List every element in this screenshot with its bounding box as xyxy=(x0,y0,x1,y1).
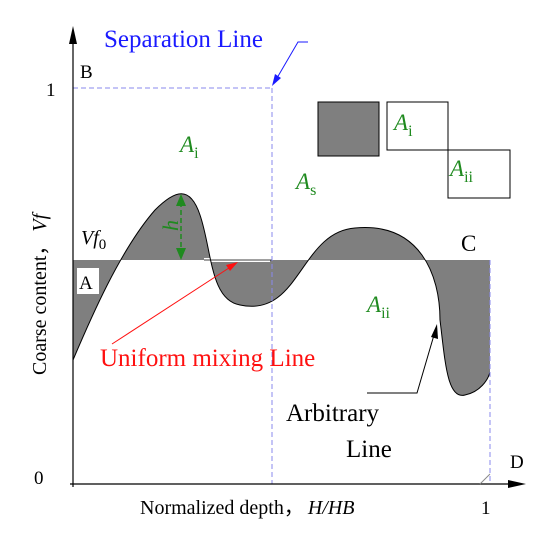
label-A-bg xyxy=(77,268,99,294)
h-marker xyxy=(176,194,186,260)
corner-tick xyxy=(479,473,491,485)
h-marker-arrow-down xyxy=(176,248,186,260)
legend-Ai-sub: i xyxy=(408,123,413,140)
label-vf0-sub: 0 xyxy=(99,237,107,253)
legend xyxy=(317,101,511,199)
separation-pointer-head xyxy=(272,74,281,86)
y-axis-label-text: Coarse content， xyxy=(29,236,51,375)
label-Ai-main: A xyxy=(178,132,195,157)
label-Aii: Aii xyxy=(365,292,391,322)
label-h: h xyxy=(158,220,183,231)
labels: Separation Line B 1 0 1 D A C Vf0 h Ai A… xyxy=(29,26,524,519)
y-axis-arrow xyxy=(69,26,77,44)
legend-Ai-label: Ai xyxy=(392,110,413,140)
legend-As-box xyxy=(317,101,380,157)
label-A: A xyxy=(79,273,93,294)
x-axis-label-var: H/HB xyxy=(307,497,355,519)
shaded-area-lower xyxy=(73,260,490,396)
tick-label-1-y: 1 xyxy=(46,80,56,101)
label-As-sub: s xyxy=(310,182,316,199)
label-B: B xyxy=(80,62,93,83)
pointer-arrows xyxy=(111,41,438,394)
label-vf0-main: Vf xyxy=(81,227,101,249)
h-marker-arrow-up xyxy=(176,194,186,206)
x-axis-label-text: Normalized depth， xyxy=(140,497,304,519)
arbitrary-label-2: Line xyxy=(346,436,392,463)
x-axis-arrow xyxy=(508,480,526,488)
arbitrary-pointer xyxy=(367,334,435,394)
label-Ai-sub: i xyxy=(194,145,199,162)
legend-Aii-label: Aii xyxy=(448,156,474,186)
arbitrary-label-1: Arbitrary xyxy=(286,400,380,427)
uniform-mixing-label: Uniform mixing Line xyxy=(100,345,315,372)
label-Aii-main: A xyxy=(365,292,382,317)
legend-Aii-box xyxy=(447,149,511,199)
arbitrary-curve xyxy=(72,193,491,396)
separation-line-title: Separation Line xyxy=(104,26,263,53)
y-axis-label-var: Vf xyxy=(29,211,51,231)
uniform-pointer xyxy=(111,265,233,345)
axes xyxy=(69,26,526,488)
label-Ai: Ai xyxy=(178,132,199,162)
legend-Ai-box xyxy=(386,101,449,151)
y-axis-label: Coarse content， Vf xyxy=(29,211,51,375)
tick-label-1-x: 1 xyxy=(481,498,491,519)
uniform-pointer-head xyxy=(226,262,238,271)
label-Aii-sub: ii xyxy=(381,305,390,322)
separation-pointer xyxy=(276,41,308,79)
label-D: D xyxy=(510,452,524,473)
label-vf0: Vf0 xyxy=(81,227,106,253)
shaded-area-upper xyxy=(73,193,490,260)
x-axis-label: Normalized depth，H/HB xyxy=(140,497,355,519)
legend-Aii-main: A xyxy=(448,156,465,181)
label-As-main: A xyxy=(294,169,311,194)
tick-label-0: 0 xyxy=(34,468,44,489)
legend-Ai-main: A xyxy=(392,110,409,135)
arbitrary-pointer-head xyxy=(431,324,438,339)
label-As: As xyxy=(294,169,316,199)
label-C: C xyxy=(461,231,476,256)
legend-Aii-sub: ii xyxy=(464,169,473,186)
